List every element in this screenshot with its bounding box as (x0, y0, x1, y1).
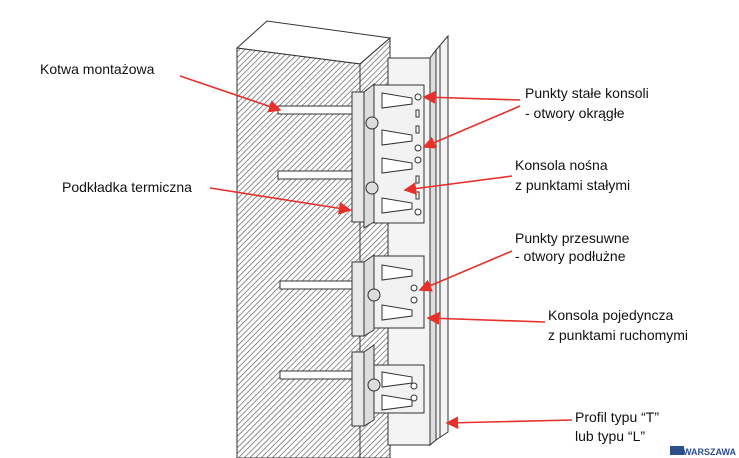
arrow-bearing (403, 175, 513, 195)
arrow-fixed-1 (422, 90, 521, 104)
t-profile (387, 34, 449, 447)
label-single-bracket: Konsola pojedyncza (548, 307, 674, 323)
arrow-fixed-2 (422, 105, 521, 149)
arrow-thermal-pad (209, 187, 352, 215)
arrow-sliding (418, 250, 513, 292)
label-fixed-points: Punkty stałe konsoli (525, 85, 649, 101)
label-profile: Profil typu “T” (575, 409, 659, 425)
label-bearing-bracket-sub: z punktami stałymi (515, 177, 630, 193)
single-bracket-lower (351, 344, 425, 427)
logo-text: WARSZAWA (683, 447, 736, 457)
bearing-bracket (351, 82, 425, 229)
label-bearing-bracket: Konsola nośna (515, 157, 608, 173)
label-anchor: Kotwa montażowa (40, 61, 155, 77)
label-sliding-points-sub: - otwory podłużne (515, 248, 626, 264)
leader-arrows (179, 75, 573, 430)
arrow-anchor (179, 75, 282, 113)
label-sliding-points: Punkty przesuwne (515, 230, 630, 246)
label-fixed-points-sub: - otwory okrągłe (525, 105, 625, 121)
brackets (351, 82, 425, 427)
single-bracket (351, 254, 425, 337)
label-profile-sub: lub typu “L” (575, 428, 645, 444)
label-thermal-pad: Podkładka termiczna (62, 179, 192, 195)
arrow-single (426, 311, 546, 325)
label-single-bracket-sub: z punktami ruchomymi (548, 327, 688, 343)
logo: WARSZAWA (670, 446, 736, 457)
arrow-profile (445, 416, 573, 430)
